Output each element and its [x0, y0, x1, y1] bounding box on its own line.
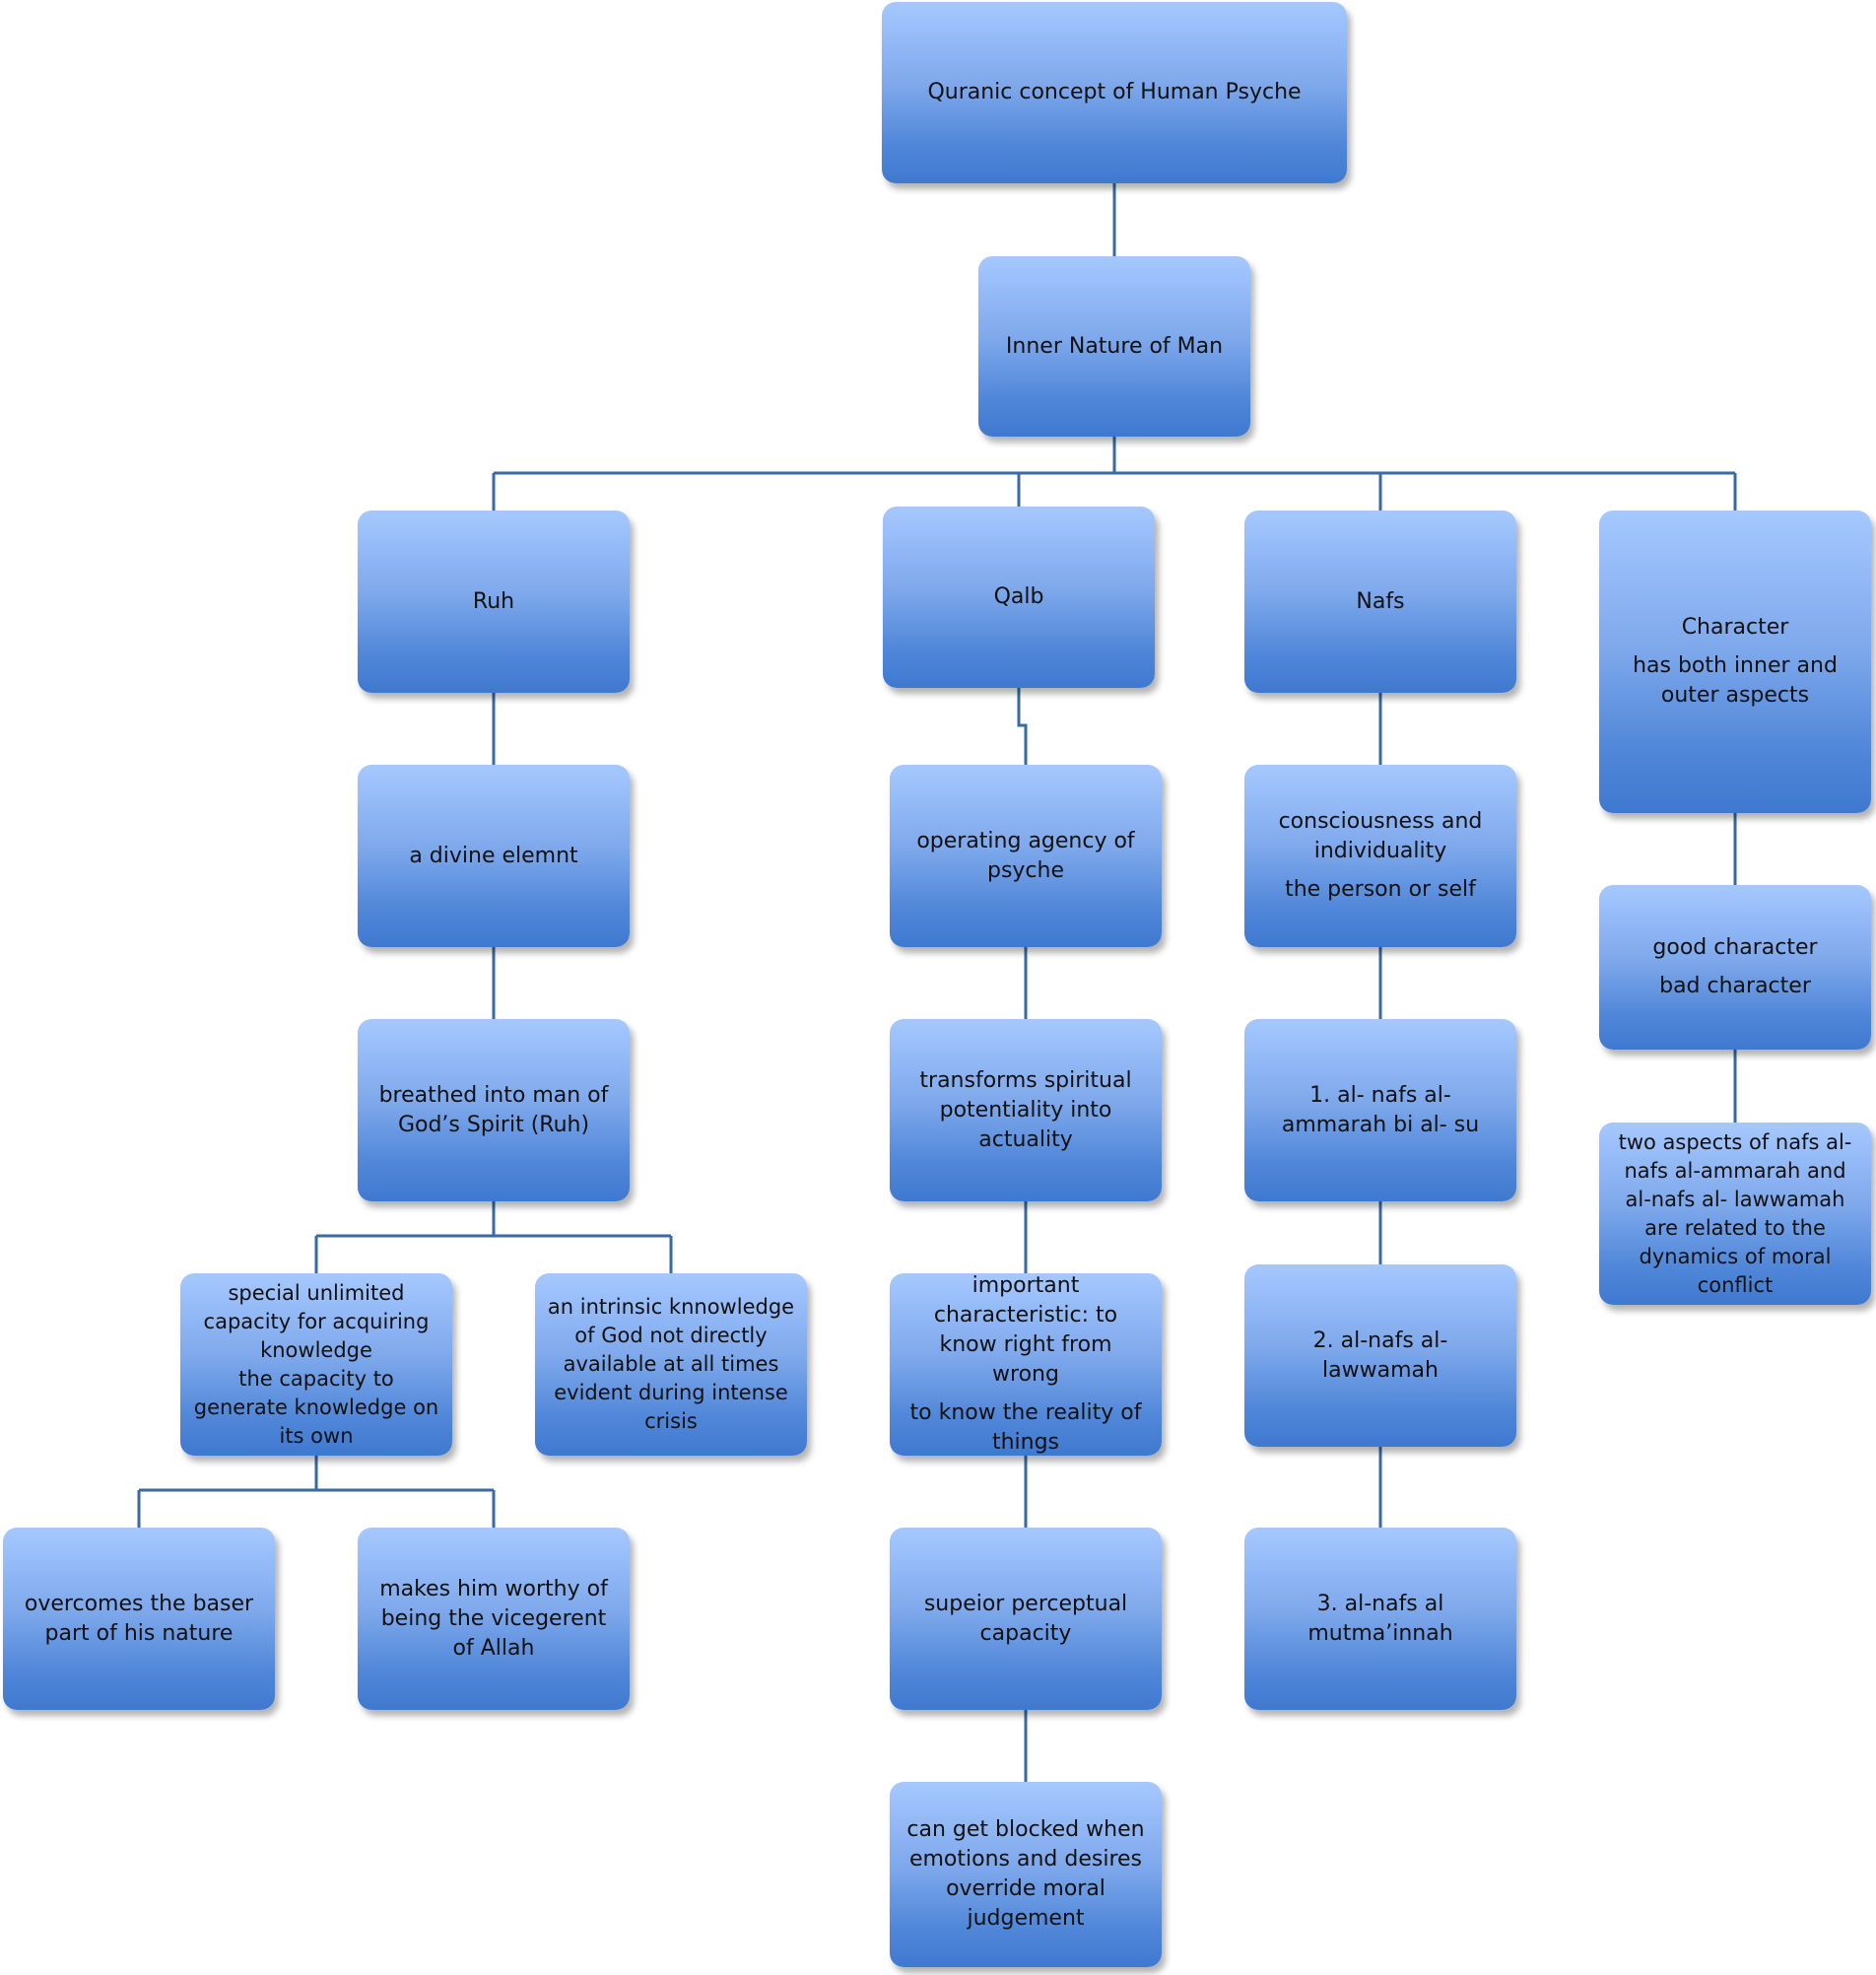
- node-superior-perceptual: supeior perceptual capacity: [890, 1528, 1162, 1710]
- node-nafs-mutmainnah-text: 3. al-nafs al mutma’innah: [1307, 1591, 1453, 1646]
- node-vicegerent-text: makes him worthy of being the vicegerent…: [379, 1576, 608, 1661]
- node-consciousness-line1: consciousness and individuality: [1278, 809, 1483, 863]
- node-blocked: can get blocked when emotions and desire…: [890, 1782, 1162, 1967]
- node-important-characteristic-line2: to know the reality of things: [909, 1400, 1142, 1455]
- node-superior-perceptual-text: supeior perceptual capacity: [923, 1591, 1128, 1646]
- node-qalb-text: Qalb: [993, 584, 1044, 609]
- node-ruh-text: Ruh: [472, 588, 515, 614]
- node-bad-character-text: bad character: [1659, 974, 1811, 998]
- node-transforms-text: transforms spiritual potentiality into a…: [919, 1067, 1132, 1152]
- node-intrinsic-knowledge-line2: evident during intense crisis: [554, 1381, 788, 1433]
- node-blocked-text: can get blocked when emotions and desire…: [906, 1817, 1145, 1931]
- node-divine-element: a divine elemnt: [358, 765, 630, 947]
- node-character-subtitle: has both inner and outer aspects: [1633, 653, 1838, 708]
- node-intrinsic-knowledge: an intrinsic knnowledge of God not direc…: [535, 1273, 807, 1456]
- connector-qalb-operating: [1017, 688, 1028, 765]
- node-root: Quranic concept of Human Psyche: [882, 2, 1347, 183]
- node-vicegerent: makes him worthy of being the vicegerent…: [358, 1528, 630, 1710]
- node-nafs-text: Nafs: [1356, 588, 1405, 614]
- node-character: Character has both inner and outer aspec…: [1599, 511, 1871, 813]
- node-important-characteristic: important characteristic: to know right …: [890, 1273, 1162, 1456]
- node-intrinsic-knowledge-line1: an intrinsic knnowledge of God not direc…: [547, 1295, 795, 1376]
- node-breathed: breathed into man of God’s Spirit (Ruh): [358, 1019, 630, 1201]
- node-consciousness-line2: the person or self: [1285, 877, 1476, 902]
- node-overcomes-text: overcomes the baser part of his nature: [24, 1591, 254, 1646]
- node-consciousness: consciousness and individuality the pers…: [1244, 765, 1516, 947]
- connector-breathed-split: [314, 1201, 673, 1273]
- node-ruh: Ruh: [358, 511, 630, 693]
- node-nafs-lawwamah-text: 2. al-nafs al- lawwamah: [1312, 1328, 1448, 1383]
- node-overcomes: overcomes the baser part of his nature: [3, 1528, 275, 1710]
- connector-inner-branches: [492, 437, 1737, 511]
- node-operating-agency-text: operating agency of psyche: [916, 828, 1135, 883]
- node-transforms: transforms spiritual potentiality into a…: [890, 1019, 1162, 1201]
- node-good-character-text: good character: [1652, 935, 1818, 960]
- node-qalb: Qalb: [883, 507, 1155, 688]
- node-nafs-ammarah: 1. al- nafs al- ammarah bi al- su: [1244, 1019, 1516, 1201]
- node-divine-element-text: a divine elemnt: [409, 843, 578, 868]
- node-inner-nature: Inner Nature of Man: [978, 256, 1250, 437]
- node-root-text: Quranic concept of Human Psyche: [927, 80, 1302, 104]
- node-capacity-knowledge-line2: the capacity to generate knowledge on it…: [193, 1366, 439, 1448]
- node-operating-agency: operating agency of psyche: [890, 765, 1162, 947]
- connector-capacity-split: [137, 1456, 496, 1528]
- node-nafs-ammarah-text: 1. al- nafs al- ammarah bi al- su: [1281, 1082, 1480, 1137]
- node-inner-nature-text: Inner Nature of Man: [1005, 333, 1224, 359]
- node-good-bad-character: good character bad character: [1599, 885, 1871, 1050]
- node-two-aspects: two aspects of nafs al-nafs al-ammarah a…: [1599, 1123, 1871, 1305]
- node-breathed-text: breathed into man of God’s Spirit (Ruh): [378, 1082, 609, 1137]
- node-nafs-mutmainnah: 3. al-nafs al mutma’innah: [1244, 1528, 1516, 1710]
- node-capacity-knowledge: special unlimited capacity for acquiring…: [180, 1273, 452, 1456]
- node-two-aspects-text: two aspects of nafs al-nafs al-ammarah a…: [1618, 1129, 1852, 1297]
- node-character-title: Character: [1681, 615, 1789, 640]
- node-nafs: Nafs: [1244, 511, 1516, 693]
- node-nafs-lawwamah: 2. al-nafs al- lawwamah: [1244, 1264, 1516, 1447]
- node-capacity-knowledge-line1: special unlimited capacity for acquiring…: [203, 1280, 430, 1362]
- node-important-characteristic-line1: important characteristic: to know right …: [933, 1273, 1118, 1387]
